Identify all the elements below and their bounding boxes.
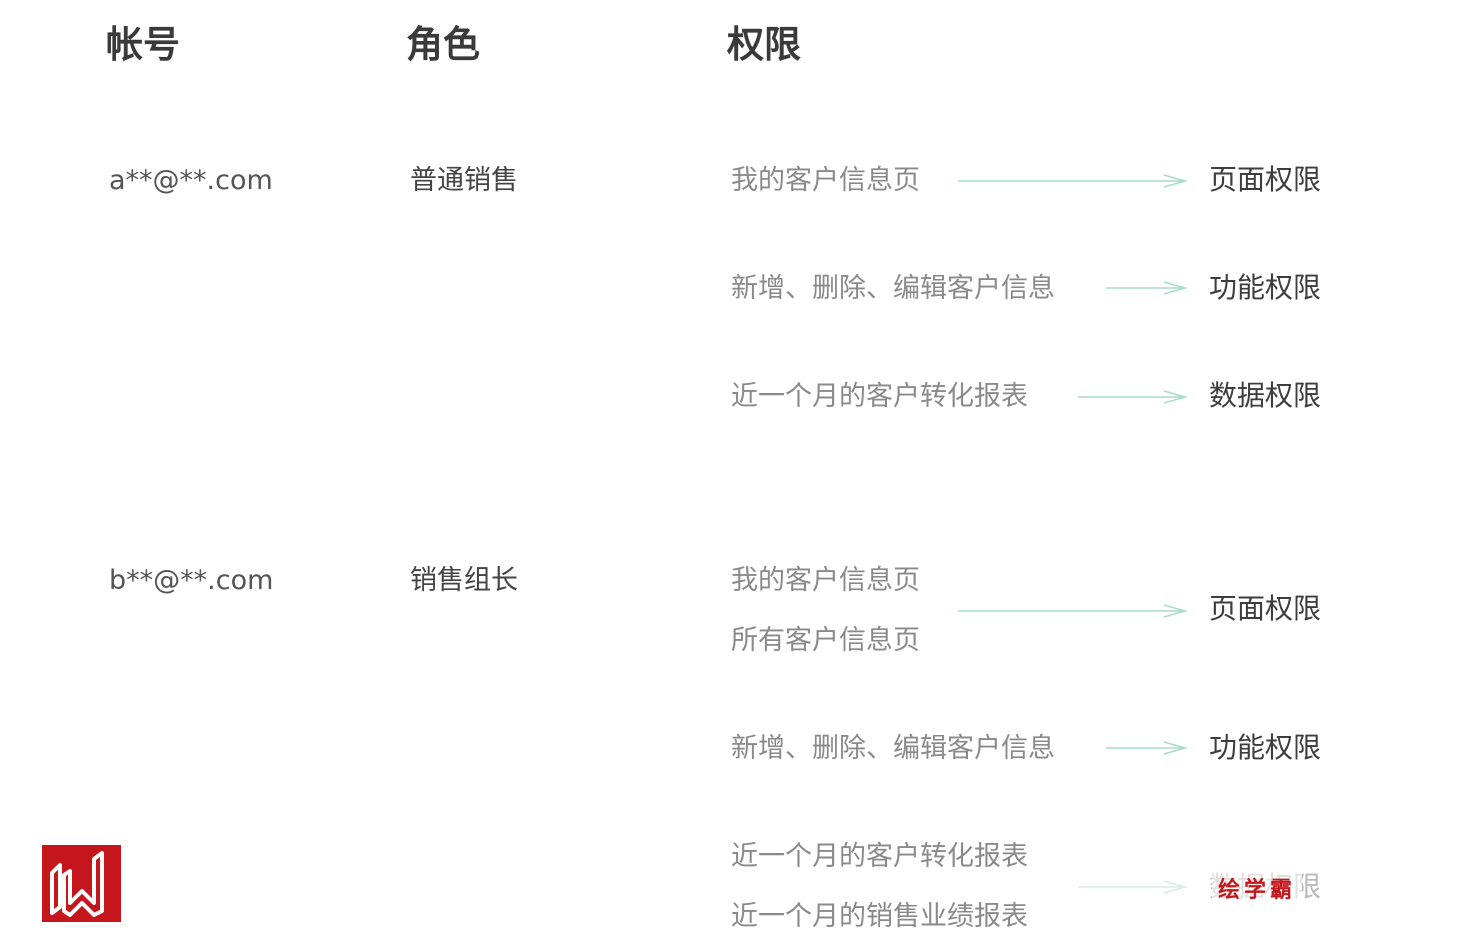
header-permission: 权限 [727, 23, 801, 66]
role-sales: 普通销售 [410, 165, 518, 196]
arrow-icon [1106, 741, 1188, 755]
account-b: b**@**.com [109, 565, 274, 596]
perm-item: 我的客户信息页 [731, 565, 920, 596]
perm-type-function: 功能权限 [1209, 731, 1322, 764]
perm-type-page: 页面权限 [1209, 163, 1322, 196]
arrow-icon [1106, 281, 1188, 295]
arrow-icon [958, 604, 1188, 618]
role-sales-lead: 销售组长 [410, 565, 518, 596]
w-logo-icon [42, 845, 121, 922]
perm-type-page: 页面权限 [1209, 592, 1322, 625]
header-account: 帐号 [106, 23, 180, 66]
perm-type-data: 数据权限 [1209, 379, 1322, 412]
perm-item: 近一个月的客户转化报表 [731, 841, 1028, 872]
watermark: 绘学霸 [1212, 872, 1303, 904]
perm-type-function: 功能权限 [1209, 271, 1322, 304]
perm-item: 近一个月的销售业绩报表 [731, 901, 1028, 932]
perm-item: 近一个月的客户转化报表 [731, 381, 1028, 412]
perm-item: 我的客户信息页 [731, 165, 920, 196]
header-role: 角色 [406, 23, 480, 66]
perm-item: 新增、删除、编辑客户信息 [731, 273, 1055, 304]
arrow-icon [1078, 880, 1188, 894]
arrow-icon [958, 174, 1188, 188]
perm-item: 新增、删除、编辑客户信息 [731, 733, 1055, 764]
account-a: a**@**.com [109, 165, 273, 196]
perm-item: 所有客户信息页 [731, 625, 920, 656]
arrow-icon [1078, 390, 1188, 404]
